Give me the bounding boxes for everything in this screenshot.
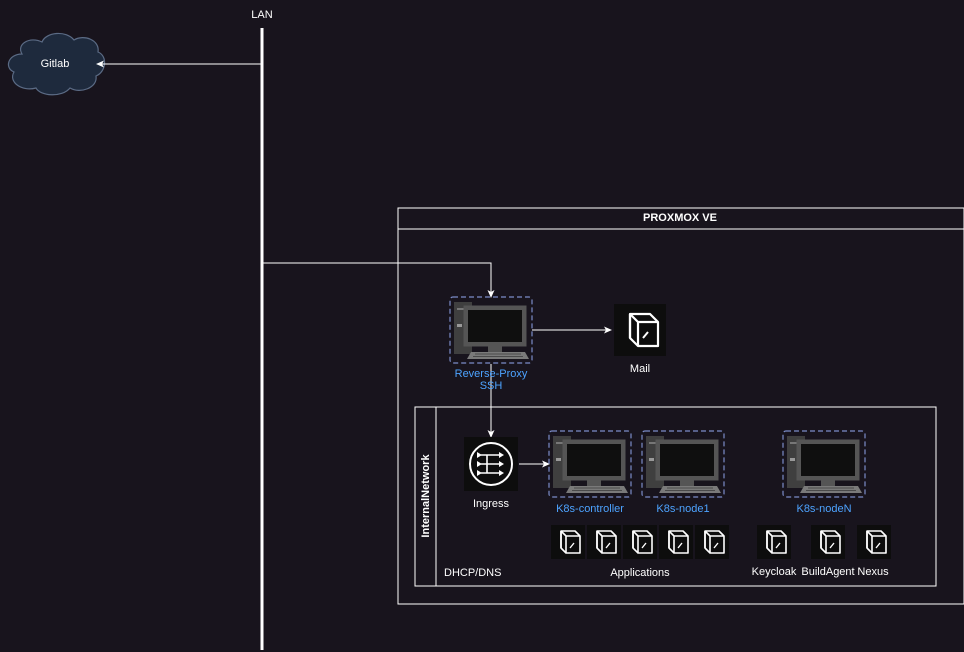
gitlab-label: Gitlab xyxy=(40,58,70,70)
ingress-icon xyxy=(464,437,518,491)
keycloak-cube-icon xyxy=(756,524,792,560)
reverse-proxy-sublabel: SSH xyxy=(479,380,503,392)
mail-label: Mail xyxy=(629,363,651,375)
k8s-nodeN-label: K8s-nodeN xyxy=(796,503,852,515)
k8s-controller-server-icon xyxy=(548,430,632,498)
application-cube-icon xyxy=(586,524,622,560)
k8s-nodeN-server-icon xyxy=(782,430,866,498)
gitlab-cloud xyxy=(7,32,106,96)
internal-network-container xyxy=(414,406,937,587)
proxmox-title: PROXMOX VE xyxy=(643,212,717,224)
dhcp-dns-label: DHCP/DNS xyxy=(444,567,502,579)
reverse-proxy-label: Reverse-Proxy xyxy=(454,368,528,380)
application-cube-icon xyxy=(622,524,658,560)
ingress-label: Ingress xyxy=(472,498,510,510)
buildagent-cube-icon xyxy=(810,524,846,560)
mail-cube-icon xyxy=(612,302,668,358)
k8s-node1-server-icon xyxy=(641,430,725,498)
k8s-controller-label: K8s-controller xyxy=(556,503,624,515)
lan-to-proxy-arrow xyxy=(262,262,495,298)
nexus-label: Nexus xyxy=(857,566,889,578)
lan-label: LAN xyxy=(251,9,273,21)
reverse-proxy-server-icon xyxy=(449,296,533,364)
buildagent-label: BuildAgent xyxy=(801,566,855,578)
keycloak-label: Keycloak xyxy=(751,566,797,578)
internal-network-title: InternalNetwork xyxy=(420,454,432,538)
applications-label: Applications xyxy=(610,567,670,579)
application-cube-icon xyxy=(550,524,586,560)
nexus-cube-icon xyxy=(856,524,892,560)
application-cube-icon xyxy=(694,524,730,560)
application-cube-icon xyxy=(658,524,694,560)
proxmox-container xyxy=(397,207,964,605)
k8s-node1-label: K8s-node1 xyxy=(656,503,710,515)
